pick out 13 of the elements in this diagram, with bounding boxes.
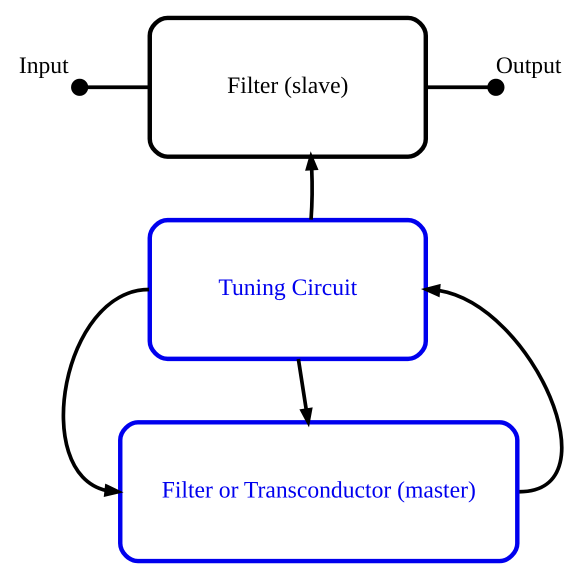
connector <box>86 84 150 89</box>
node-box: Tuning Circuit <box>148 217 428 361</box>
node-circle <box>71 78 88 96</box>
arrow <box>305 150 319 220</box>
arrow <box>420 283 564 494</box>
node-label: Output <box>496 52 562 79</box>
arrow <box>296 358 313 427</box>
node-circle <box>487 78 504 96</box>
node-label: Input <box>18 52 69 79</box>
node-box: Filter (slave) <box>148 15 428 158</box>
connector <box>426 84 490 89</box>
node-box: Filter or Transconductor (master) <box>118 420 520 563</box>
arrow <box>62 287 150 496</box>
